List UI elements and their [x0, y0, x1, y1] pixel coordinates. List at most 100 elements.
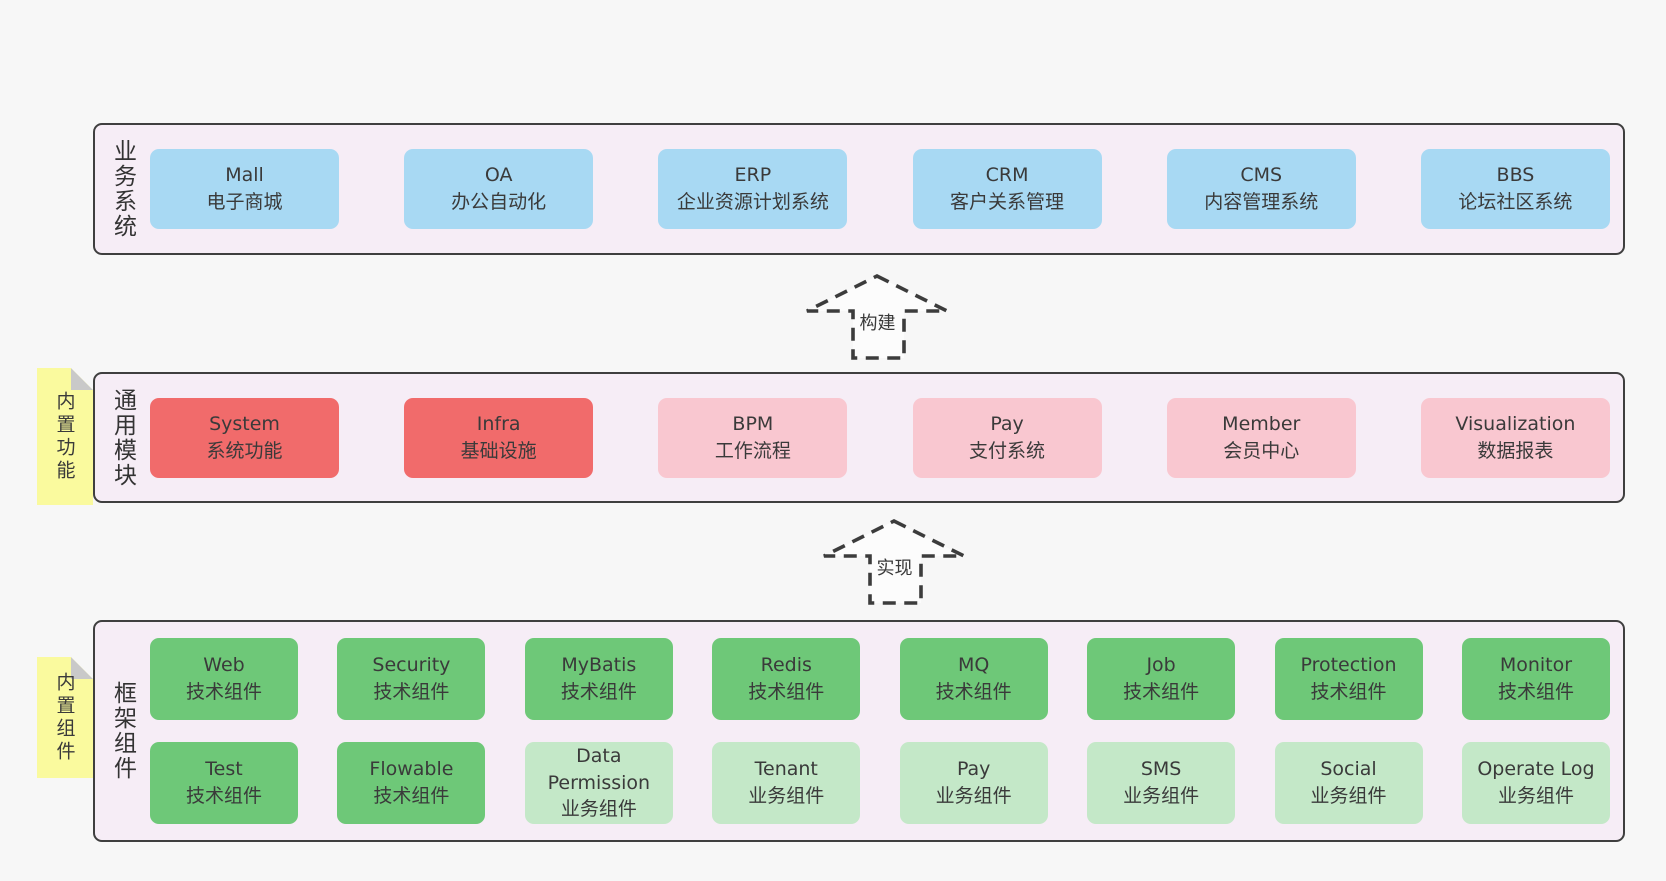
box-sms: SMS 业务组件 — [1087, 742, 1236, 824]
box-subtitle: 业务组件 — [1310, 785, 1387, 807]
box-mall: Mall 电子商城 — [150, 149, 339, 229]
components-row-1: Web 技术组件 Security 技术组件 MyBatis 技术组件 Redi… — [150, 638, 1610, 720]
box-title: MyBatis — [561, 654, 637, 677]
modules-layer-label-text: 通用模块 — [109, 387, 136, 488]
box-title: Infra — [476, 412, 521, 435]
box-system: System 系统功能 — [150, 397, 339, 478]
box-security: Security 技术组件 — [337, 638, 486, 720]
common-modules-layer: 通用模块 System 系统功能 Infra 基础设施 BPM 工作流程 Pay… — [93, 372, 1625, 503]
box-title: CRM — [985, 164, 1029, 187]
box-protection: Protection 技术组件 — [1274, 638, 1423, 720]
box-subtitle: 技术组件 — [748, 681, 825, 703]
box-subtitle: 企业资源计划系统 — [676, 191, 829, 213]
box-title: MQ — [958, 654, 990, 677]
builtin-components-note: 内置组件 — [37, 657, 93, 778]
box-redis: Redis 技术组件 — [712, 638, 861, 720]
box-subtitle: 技术组件 — [560, 681, 637, 703]
modules-boxes-row: System 系统功能 Infra 基础设施 BPM 工作流程 Pay 支付系统… — [150, 374, 1623, 501]
box-subtitle: 电子商城 — [206, 191, 283, 213]
box-pay: Pay 支付系统 — [912, 397, 1102, 478]
box-monitor: Monitor 技术组件 — [1461, 638, 1610, 720]
box-flowable: Flowable 技术组件 — [337, 742, 486, 824]
box-subtitle: 客户关系管理 — [950, 191, 1065, 213]
builtin-features-note: 内置功能 — [37, 368, 93, 505]
components-row-2: Test 技术组件 Flowable 技术组件 Data Permission … — [150, 742, 1610, 824]
box-subtitle: 业务组件 — [1123, 785, 1200, 807]
box-tenant: Tenant 业务组件 — [712, 742, 861, 824]
box-subtitle: 技术组件 — [373, 681, 450, 703]
implement-arrow: 实现 — [822, 518, 967, 606]
box-erp: ERP 企业资源计划系统 — [658, 149, 848, 229]
box-title: CMS — [1240, 164, 1283, 187]
note-fold-corner-icon — [71, 368, 93, 390]
box-title: Member — [1222, 412, 1301, 435]
box-title: System — [209, 412, 280, 435]
box-title: Web — [203, 654, 245, 677]
implement-arrow-label: 实现 — [873, 554, 916, 580]
box-subtitle: 论坛社区系统 — [1458, 191, 1573, 213]
framework-components-layer: 框架组件 Web 技术组件 Security 技术组件 MyBatis 技术组件… — [93, 620, 1625, 842]
box-subtitle: 技术组件 — [185, 785, 262, 807]
box-crm: CRM 客户关系管理 — [912, 149, 1102, 229]
box-pay: Pay 业务组件 — [899, 742, 1048, 824]
box-title: Flowable — [369, 758, 454, 781]
box-test: Test 技术组件 — [150, 742, 298, 824]
box-subtitle: 技术组件 — [1123, 681, 1200, 703]
box-title: ERP — [734, 164, 772, 187]
components-rows: Web 技术组件 Security 技术组件 MyBatis 技术组件 Redi… — [150, 622, 1623, 840]
box-member: Member 会员中心 — [1166, 397, 1356, 478]
box-subtitle: 业务组件 — [935, 785, 1012, 807]
box-title: Redis — [760, 654, 812, 677]
build-arrow: 构建 — [805, 273, 950, 361]
box-title: Pay — [956, 758, 991, 781]
box-subtitle: 技术组件 — [1310, 681, 1387, 703]
box-subtitle: 业务组件 — [560, 798, 637, 821]
box-title: Job — [1146, 654, 1176, 677]
box-subtitle: 业务组件 — [1497, 785, 1574, 807]
box-title: SMS — [1140, 758, 1182, 781]
box-title: Social — [1320, 758, 1377, 781]
box-cms: CMS 内容管理系统 — [1166, 149, 1356, 229]
box-title: OA — [484, 164, 513, 187]
box-subtitle: 技术组件 — [935, 681, 1012, 703]
box-title: Tenant — [754, 758, 818, 781]
box-title: Operate Log — [1477, 758, 1595, 781]
components-layer-label-text: 框架组件 — [109, 681, 136, 781]
box-job: Job 技术组件 — [1087, 638, 1236, 720]
box-social: Social 业务组件 — [1274, 742, 1423, 824]
box-title: Pay — [990, 412, 1024, 435]
box-subtitle: 技术组件 — [185, 681, 262, 703]
box-title: Monitor — [1499, 654, 1573, 677]
box-bpm: BPM 工作流程 — [658, 397, 848, 478]
business-layer-label: 业务系统 — [95, 125, 150, 253]
box-subtitle: 技术组件 — [373, 785, 450, 807]
box-subtitle: 会员中心 — [1223, 439, 1300, 462]
box-web: Web 技术组件 — [150, 638, 298, 720]
business-systems-layer: 业务系统 Mall 电子商城 OA 办公自动化 ERP 企业资源计划系统 CRM… — [93, 123, 1625, 255]
box-infra: Infra 基础设施 — [404, 397, 594, 478]
box-title: Mall — [225, 164, 264, 187]
builtin-components-note-text: 内置组件 — [53, 671, 76, 764]
components-layer-label: 框架组件 — [95, 622, 150, 840]
box-mq: MQ 技术组件 — [899, 638, 1048, 720]
box-subtitle: 工作流程 — [714, 439, 791, 462]
box-subtitle: 数据报表 — [1477, 439, 1554, 462]
box-title: Security — [372, 654, 451, 677]
box-subtitle: 技术组件 — [1497, 681, 1574, 703]
box-title: Visualization — [1455, 412, 1576, 435]
box-title: Protection — [1300, 654, 1397, 677]
builtin-features-note-text: 内置功能 — [53, 390, 76, 483]
box-subtitle: 支付系统 — [969, 439, 1046, 462]
box-title: Test — [205, 758, 243, 781]
box-visualization: Visualization 数据报表 — [1420, 397, 1610, 478]
box-subtitle: 基础设施 — [460, 439, 537, 462]
modules-layer-label: 通用模块 — [95, 374, 150, 501]
business-layer-label-text: 业务系统 — [109, 139, 136, 239]
box-operate-log: Operate Log 业务组件 — [1461, 742, 1610, 824]
box-title: BBS — [1496, 164, 1535, 187]
box-bbs: BBS 论坛社区系统 — [1420, 149, 1610, 229]
box-mybatis: MyBatis 技术组件 — [524, 638, 673, 720]
business-boxes-row: Mall 电子商城 OA 办公自动化 ERP 企业资源计划系统 CRM 客户关系… — [150, 125, 1623, 253]
box-title: Data Permission — [547, 744, 651, 794]
